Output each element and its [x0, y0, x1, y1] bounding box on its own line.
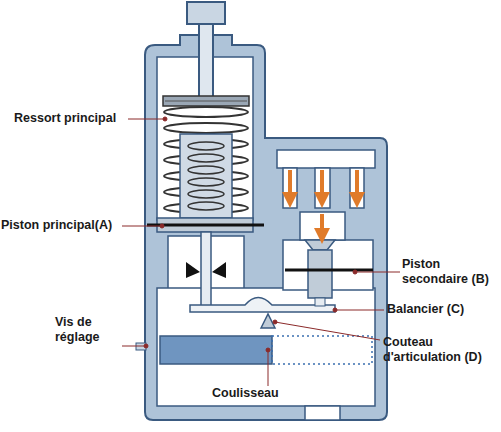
valve-body-part — [350, 168, 364, 208]
main-piston-part — [147, 224, 264, 227]
inner-cup-part-part — [188, 178, 224, 186]
leader-lines-part — [128, 119, 165, 120]
inner-cup-part-part — [188, 190, 224, 198]
secondary-piston-part — [308, 250, 332, 298]
valve-body-part — [283, 168, 297, 208]
flow-arrows-part — [320, 170, 324, 200]
spring-plate-part — [163, 96, 249, 106]
adjust-bolt-part — [187, 2, 225, 24]
flow-arrows-part — [288, 170, 292, 200]
inner-cup-part — [180, 134, 232, 218]
leader-lines-part — [144, 344, 148, 348]
leader-lines-part — [275, 322, 380, 340]
leader-lines — [122, 117, 400, 386]
slider-part — [160, 336, 272, 364]
leader-lines-part — [122, 346, 146, 347]
flow-arrows — [290, 170, 357, 236]
adjust-bolt — [187, 2, 225, 97]
secondary-piston-part — [285, 269, 373, 272]
leader-lines-part — [266, 348, 270, 352]
main-piston-part — [201, 232, 211, 307]
slider — [136, 336, 372, 364]
valve-body-part — [300, 212, 345, 240]
secondary-piston — [285, 240, 373, 306]
part-label: Piston principal(A) — [1, 218, 126, 233]
inner-cup-part-part — [188, 166, 224, 174]
inner-cup-part — [188, 142, 224, 210]
valve-body-part — [315, 168, 330, 208]
valve-body-part — [157, 288, 375, 406]
leader-lines-part — [122, 226, 162, 227]
main-piston-part — [186, 262, 226, 278]
part-label: Balancier (C) — [387, 302, 497, 317]
adjust-bolt-part — [199, 24, 213, 97]
leader-lines-part — [335, 310, 384, 311]
leader-lines-part — [160, 224, 164, 228]
leader-lines-part — [163, 117, 167, 121]
lever-part — [190, 298, 335, 313]
part-label: Couteau d'articulation (D) — [383, 335, 498, 365]
valve-body — [145, 35, 387, 420]
flow-arrows-part — [355, 170, 359, 200]
spring-plate-part — [165, 101, 247, 102]
leader-lines-part — [273, 320, 277, 324]
leader-lines-part — [333, 308, 337, 312]
leader-lines-part — [355, 272, 400, 273]
inner-cup-part-part — [188, 202, 224, 210]
part-label: Vis de réglage — [55, 315, 125, 345]
inner-cup-part-part — [188, 142, 224, 150]
valve-body-part — [145, 35, 387, 420]
main-piston — [147, 218, 264, 307]
leader-lines-part — [268, 350, 269, 386]
main-spring-part — [164, 123, 248, 133]
slider-part — [272, 336, 372, 364]
valve-body-part — [305, 406, 340, 420]
inner-cup — [180, 134, 232, 218]
valve-body-part — [277, 150, 375, 168]
inner-cup-part-part — [188, 154, 224, 162]
secondary-piston-part — [305, 240, 335, 250]
leader-lines-part — [353, 270, 357, 274]
part-label: Ressort principal — [14, 111, 134, 126]
flow-arrows-part — [320, 214, 324, 236]
spring-plate — [163, 96, 249, 106]
lever — [190, 298, 335, 329]
part-label: Piston secondaire (B) — [402, 257, 497, 287]
secondary-piston-part — [315, 298, 325, 306]
part-label: Coulisseau — [212, 386, 312, 401]
main-spring-part — [164, 107, 248, 117]
